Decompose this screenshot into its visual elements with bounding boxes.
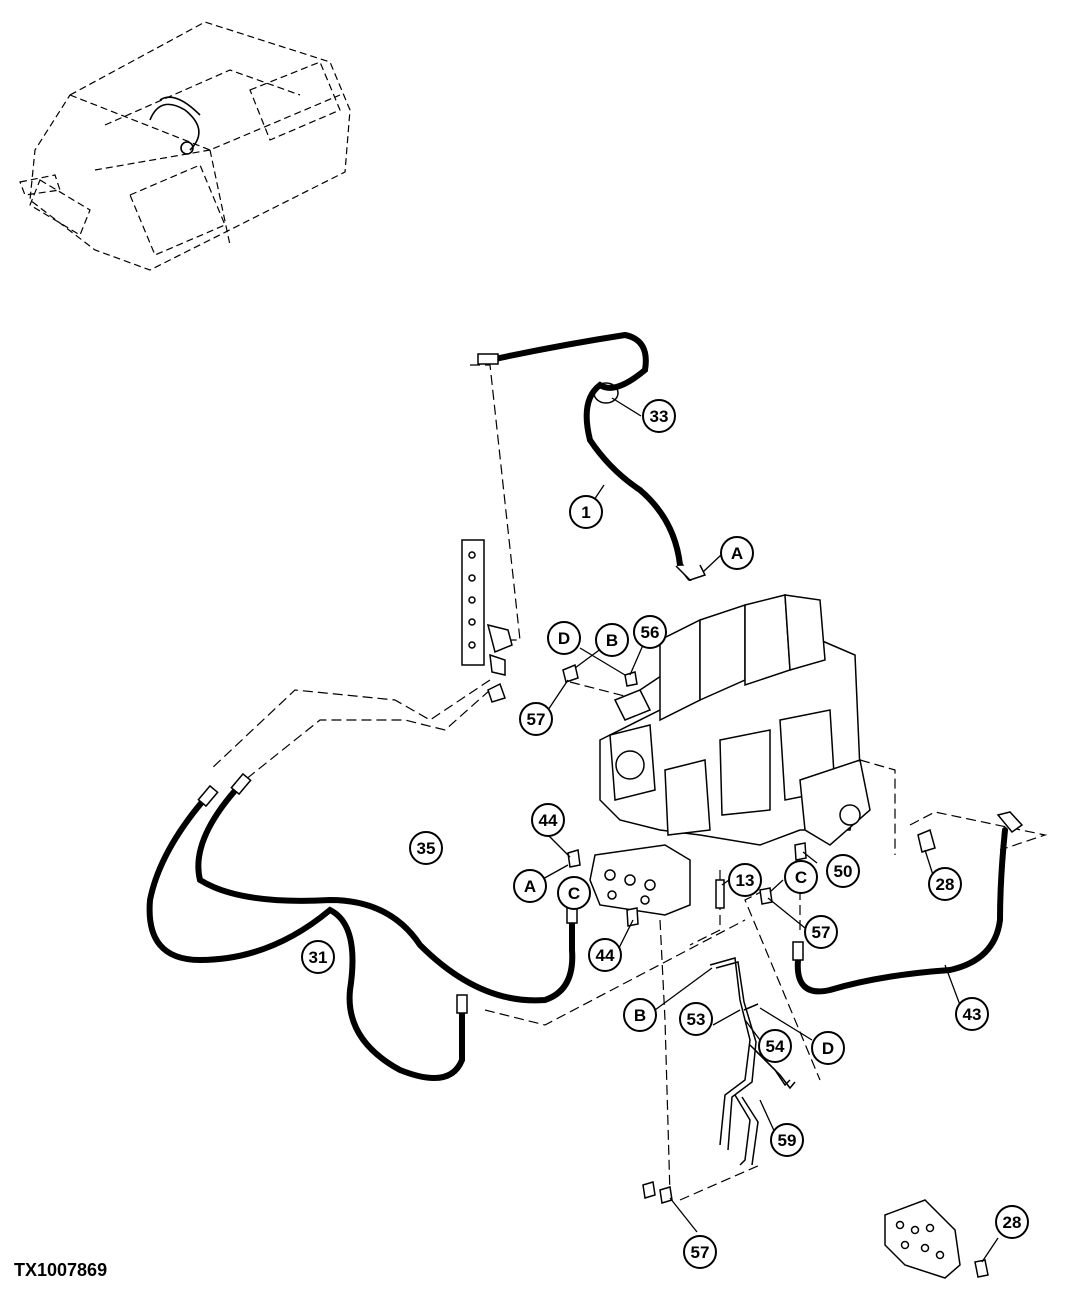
hose-31: [146, 792, 465, 1081]
callout-13: 13: [728, 863, 762, 897]
control-valve-assembly: [599, 594, 871, 846]
callout-35: 35: [409, 831, 443, 865]
callout-D-bottom: D: [811, 1031, 845, 1065]
svg-text:1: 1: [581, 503, 590, 522]
svg-text:28: 28: [936, 875, 955, 894]
svg-text:C: C: [795, 868, 807, 887]
hose-35-fitting-top: [230, 772, 252, 796]
hose-35: [195, 782, 576, 1004]
pilot-valve-block: [589, 844, 691, 916]
callout-C-right: C: [784, 860, 818, 894]
svg-text:31: 31: [309, 948, 328, 967]
clamp-ring: [593, 382, 619, 404]
svg-text:D: D: [558, 629, 570, 648]
callout-1: 1: [569, 495, 603, 529]
svg-text:57: 57: [527, 710, 546, 729]
callout-59: 59: [770, 1123, 804, 1157]
hose-1-elbow-fitting: [675, 564, 707, 581]
svg-text:53: 53: [687, 1010, 706, 1029]
callout-B-top: B: [595, 623, 629, 657]
svg-text:28: 28: [1003, 1213, 1022, 1232]
svg-text:59: 59: [778, 1131, 797, 1150]
svg-text:54: 54: [766, 1037, 785, 1056]
callout-43: 43: [955, 997, 989, 1031]
callout-B-bottom: B: [623, 998, 657, 1032]
callout-57-middle: 57: [804, 915, 838, 949]
callout-C-left: C: [557, 876, 591, 910]
svg-text:35: 35: [417, 839, 436, 858]
callout-33: 33: [642, 399, 676, 433]
svg-text:56: 56: [641, 623, 660, 642]
svg-text:B: B: [634, 1006, 646, 1025]
callout-D-top: D: [547, 621, 581, 655]
svg-text:57: 57: [812, 923, 831, 942]
inset-highlight-hoses: [149, 96, 201, 155]
svg-text:50: 50: [834, 862, 853, 881]
svg-text:33: 33: [650, 407, 669, 426]
hose-1-end-fitting: [477, 353, 499, 365]
hose-43-fitting: [792, 941, 804, 961]
svg-text:43: 43: [963, 1005, 982, 1024]
callout-44-top: 44: [531, 803, 565, 837]
manifold-block: [884, 1199, 961, 1279]
svg-text:13: 13: [736, 871, 755, 890]
hose-1: [487, 331, 693, 581]
callout-28-top: 28: [928, 867, 962, 901]
svg-text:C: C: [568, 884, 580, 903]
callout-56: 56: [633, 615, 667, 649]
svg-text:57: 57: [691, 1243, 710, 1262]
callout-53: 53: [679, 1002, 713, 1036]
callout-44-bottom: 44: [588, 938, 622, 972]
svg-text:A: A: [731, 544, 743, 563]
callout-57-top: 57: [519, 702, 553, 736]
hose-43: [794, 827, 1008, 995]
figure-id-label: TX1007869: [14, 1260, 108, 1280]
svg-text:44: 44: [596, 946, 615, 965]
small-fittings: [562, 663, 989, 1278]
hose-31-fitting-top: [197, 784, 219, 808]
callout-28-bottom: 28: [995, 1205, 1029, 1239]
machine-location-inset: [19, 21, 351, 271]
mounting-bracket: [461, 539, 513, 703]
tube-bundle: [709, 957, 796, 1166]
svg-text:A: A: [524, 877, 536, 896]
callout-31: 31: [301, 940, 335, 974]
hose-43-elbow: [996, 811, 1024, 834]
callout-50: 50: [826, 854, 860, 888]
svg-text:44: 44: [539, 811, 558, 830]
callout-57-bottom: 57: [683, 1235, 717, 1269]
hose-31-fitting-bottom: [456, 994, 468, 1014]
callout-A-hose: A: [720, 536, 754, 570]
callout-54: 54: [758, 1029, 792, 1063]
callout-A-valve: A: [513, 869, 547, 903]
svg-text:D: D: [822, 1039, 834, 1058]
leader-lines: [540, 397, 999, 1263]
svg-text:B: B: [606, 631, 618, 650]
